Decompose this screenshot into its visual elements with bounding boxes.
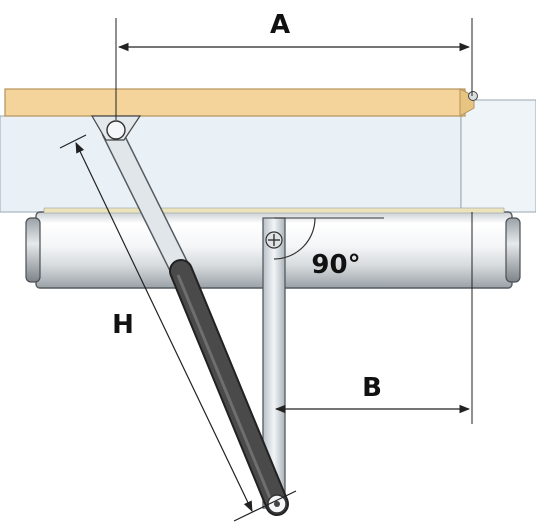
dim-b-label: B <box>362 373 382 403</box>
dim-h-line <box>75 142 253 512</box>
cylinder-top-strip <box>43 207 505 214</box>
wooden-lid <box>4 88 466 117</box>
angle-label: 90° <box>311 250 360 280</box>
bottom-pivot-center <box>274 501 280 507</box>
cabinet-panel <box>0 115 536 213</box>
top-pivot <box>106 120 126 140</box>
panel-right-block <box>460 99 536 213</box>
cylinder-cap-left <box>25 217 41 283</box>
angle-arc <box>273 217 316 260</box>
dim-a-label: A <box>270 10 290 40</box>
dim-h-tick-bottom <box>233 490 297 522</box>
dim-h-tick-top <box>59 134 87 149</box>
dim-h-label: H <box>112 310 134 340</box>
lid-hinge-pin <box>468 91 478 101</box>
cylinder-cap-right <box>505 217 521 283</box>
